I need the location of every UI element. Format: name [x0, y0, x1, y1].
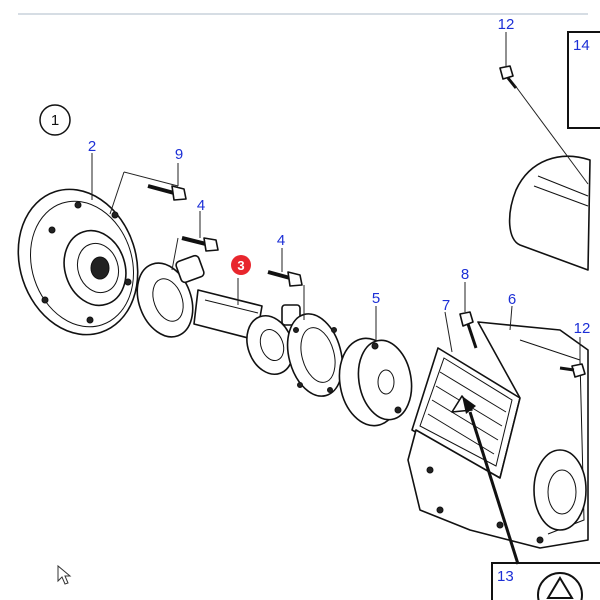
callout-2-label[interactable]: 2: [88, 138, 96, 155]
callout-9-label[interactable]: 9: [175, 146, 183, 163]
part-12-bolt-top[interactable]: [499, 65, 518, 89]
part-8-bolt[interactable]: [459, 311, 478, 349]
callout-8-label[interactable]: 8: [461, 266, 469, 283]
part-14-housing-segment[interactable]: [508, 155, 591, 271]
part-3-drive-shaft[interactable]: [128, 254, 351, 403]
part-9-bolt[interactable]: [147, 184, 187, 201]
part-2-flange-disk[interactable]: [0, 174, 156, 351]
callout-14-label[interactable]: 14: [573, 37, 590, 54]
group-label: 1: [51, 112, 59, 129]
callout-6-label[interactable]: 6: [508, 291, 516, 308]
callout-4-left-label[interactable]: 4: [197, 197, 205, 214]
part-4-bolt-left[interactable]: [181, 236, 219, 252]
callout-12-top-label[interactable]: 12: [498, 16, 515, 33]
part-13-warning-symbol: [537, 572, 583, 600]
mouse-pointer-icon: [57, 564, 72, 585]
callout-4-mid-label[interactable]: 4: [277, 232, 285, 249]
callout-5-label[interactable]: 5: [372, 290, 380, 307]
part-3-highlight-badge[interactable]: 3: [231, 255, 251, 275]
callout-12-right-label[interactable]: 12: [574, 320, 591, 337]
part-12-bolt-right[interactable]: [559, 363, 586, 378]
part-5-coupling-hub[interactable]: [333, 333, 418, 430]
callout-14-frame: [567, 31, 600, 129]
leader-lines: [91, 32, 589, 565]
callout-7-label[interactable]: 7: [442, 297, 450, 314]
callout-3-label: 3: [237, 258, 244, 273]
callout-13-label[interactable]: 13: [497, 568, 514, 585]
part-4-bolt-mid[interactable]: [267, 270, 303, 287]
group-indicator: 1: [39, 104, 71, 136]
part-6-bell-housing[interactable]: [407, 321, 589, 549]
